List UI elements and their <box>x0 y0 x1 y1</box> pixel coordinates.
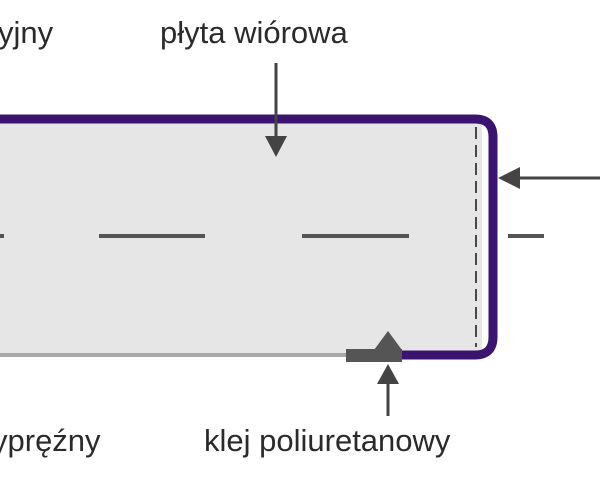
label-chipboard: płyta wiórowa <box>160 15 348 50</box>
arrow-chipboard-head <box>265 136 287 157</box>
label-bottom-left: ypręźny <box>0 423 101 458</box>
chipboard-body <box>0 119 482 355</box>
glue-strip <box>346 349 402 362</box>
edge-band <box>0 114 498 360</box>
label-polyurethane-glue: klej poliuretanowy <box>204 423 451 458</box>
arrow-edge-head <box>498 167 520 189</box>
arrow-glue-head <box>377 364 399 384</box>
label-top-left: yjny <box>0 15 54 50</box>
glue-bead <box>374 331 402 350</box>
